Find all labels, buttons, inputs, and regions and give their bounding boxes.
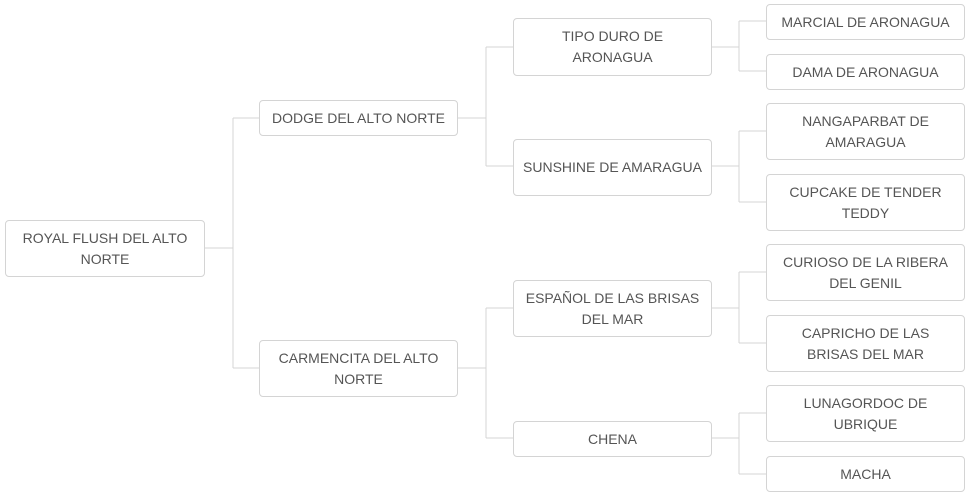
sire-dam-sire-label: NANGAPARBAT DE AMARAGUA: [802, 112, 929, 150]
dam-dam-sire-node[interactable]: LUNAGORDOC DE UBRIQUE: [766, 385, 965, 442]
sire-sire-dam-node[interactable]: DAMA DE ARONAGUA: [766, 54, 965, 90]
sire-label: DODGE DEL ALTO NORTE: [272, 109, 445, 126]
dam-dam-dam-node[interactable]: MACHA: [766, 456, 965, 492]
dam-label: CARMENCITA DEL ALTO NORTE: [278, 349, 439, 387]
dam-sire-node[interactable]: ESPAÑOL DE LAS BRISAS DEL MAR: [513, 280, 712, 337]
sire-dam-node[interactable]: SUNSHINE DE AMARAGUA: [513, 139, 712, 196]
sire-dam-dam-label: CUPCAKE DE TENDER TEDDY: [789, 183, 942, 221]
subject-label: ROYAL FLUSH DEL ALTO NORTE: [22, 229, 188, 267]
dam-node[interactable]: CARMENCITA DEL ALTO NORTE: [259, 340, 458, 397]
dam-sire-sire-node[interactable]: CURIOSO DE LA RIBERA DEL GENIL: [766, 244, 965, 301]
dam-sire-sire-label: CURIOSO DE LA RIBERA DEL GENIL: [783, 253, 948, 291]
subject-node[interactable]: ROYAL FLUSH DEL ALTO NORTE: [5, 220, 205, 277]
dam-dam-sire-label: LUNAGORDOC DE UBRIQUE: [803, 394, 928, 432]
sire-sire-sire-label: MARCIAL DE ARONAGUA: [781, 13, 950, 30]
sire-dam-label: SUNSHINE DE AMARAGUA: [523, 159, 702, 175]
dam-sire-label: ESPAÑOL DE LAS BRISAS DEL MAR: [525, 289, 700, 327]
sire-dam-sire-node[interactable]: NANGAPARBAT DE AMARAGUA: [766, 103, 965, 160]
sire-sire-node[interactable]: TIPO DURO DE ARONAGUA: [513, 18, 712, 76]
sire-sire-sire-node[interactable]: MARCIAL DE ARONAGUA: [766, 4, 965, 40]
dam-dam-label: CHENA: [587, 430, 637, 447]
dam-sire-dam-label: CAPRICHO DE LAS BRISAS DEL MAR: [801, 324, 930, 362]
sire-sire-dam-label: DAMA DE ARONAGUA: [792, 63, 939, 80]
dam-dam-node[interactable]: CHENA: [513, 421, 712, 457]
sire-dam-dam-node[interactable]: CUPCAKE DE TENDER TEDDY: [766, 174, 965, 231]
dam-sire-dam-node[interactable]: CAPRICHO DE LAS BRISAS DEL MAR: [766, 315, 965, 372]
sire-sire-label: TIPO DURO DE ARONAGUA: [561, 28, 664, 65]
dam-dam-dam-label: MACHA: [840, 465, 891, 482]
sire-node[interactable]: DODGE DEL ALTO NORTE: [259, 100, 458, 136]
